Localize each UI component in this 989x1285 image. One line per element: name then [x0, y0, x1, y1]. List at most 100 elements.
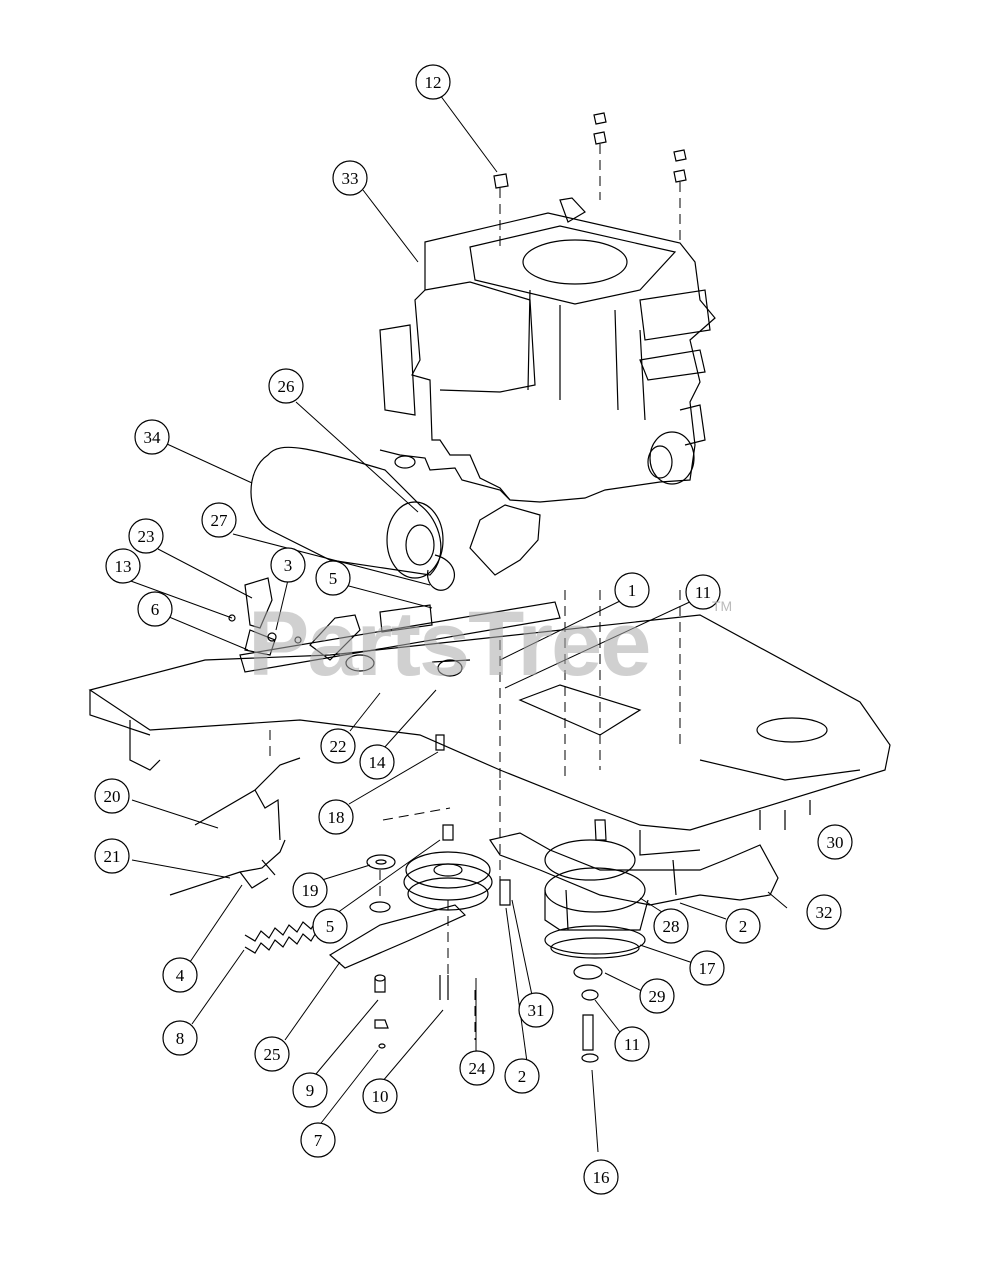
callout-9-spacer: 9: [292, 1072, 328, 1108]
cables-drawing: [169, 757, 301, 896]
top-nuts-drawing: [493, 112, 687, 189]
callout-label: 27: [211, 511, 229, 530]
callout-label: 20: [104, 787, 121, 806]
callout-24-pulley: 24: [459, 1050, 495, 1086]
callout-label: 10: [372, 1087, 389, 1106]
callout-circle: [614, 1026, 650, 1062]
callout-label: 25: [264, 1045, 281, 1064]
callout-circle: [725, 908, 761, 944]
frame-drawing: [88, 614, 891, 856]
callout-circle: [254, 1036, 290, 1072]
callout-label: 21: [104, 847, 121, 866]
callout-6-bolt: 6: [137, 591, 173, 627]
callout-circle: [817, 824, 853, 860]
callout-18-spacer: 18: [318, 799, 354, 835]
callout-circle: [312, 908, 348, 944]
callout-label: 24: [469, 1059, 487, 1078]
callout-5-nut: 5: [315, 560, 351, 596]
callout-circle: [162, 957, 198, 993]
callout-8-spring: 8: [162, 1020, 198, 1056]
callout-circle: [105, 548, 141, 584]
callout-34-muffler: 34: [134, 419, 170, 455]
callout-circle: [300, 1122, 336, 1158]
callout-circle: [362, 1078, 398, 1114]
muffler-drawing: [250, 446, 511, 591]
callout-circle: [94, 838, 130, 874]
callout-label: 30: [827, 833, 844, 852]
callout-label: 4: [176, 966, 185, 985]
callout-label: 14: [369, 753, 387, 772]
idler-drawing: [244, 901, 467, 969]
callout-16-bolt: 16: [583, 1159, 619, 1195]
callout-label: 6: [151, 600, 160, 619]
shaft-drawing: [239, 601, 561, 677]
callout-label: 17: [699, 959, 717, 978]
engine-drawing: [379, 197, 716, 576]
callout-26-muffler-bracket: 26: [268, 368, 304, 404]
callout-11-washer: 11: [685, 574, 721, 610]
callout-circle: [639, 978, 675, 1014]
centerlines: [269, 144, 681, 1040]
callout-32-belt: 32: [806, 894, 842, 930]
callout-5-nut: 5: [312, 908, 348, 944]
callout-label: 7: [314, 1131, 323, 1150]
callout-30-frame: 30: [817, 824, 853, 860]
callout-circle: [320, 728, 356, 764]
callout-11-washer: 11: [614, 1026, 650, 1062]
callout-label: 34: [144, 428, 162, 447]
callout-label: 16: [593, 1168, 610, 1187]
callout-23-pivot-bracket: 23: [128, 518, 164, 554]
callout-28-clutch: 28: [653, 908, 689, 944]
callout-circle: [162, 1020, 198, 1056]
callout-circle: [315, 560, 351, 596]
callout-label: 28: [663, 917, 680, 936]
callout-label: 11: [695, 583, 711, 602]
callout-circle: [518, 992, 554, 1028]
callout-circle: [137, 591, 173, 627]
callout-17-pulley: 17: [689, 950, 725, 986]
callout-25-idler-bracket: 25: [254, 1036, 290, 1072]
callout-circle: [653, 908, 689, 944]
callout-21-choke-cable: 21: [94, 838, 130, 874]
callout-circle: [134, 419, 170, 455]
callout-14-spacer: 14: [359, 744, 395, 780]
callout-circle: [332, 160, 368, 196]
callout-label: 2: [739, 917, 748, 936]
callout-13-screw: 13: [105, 548, 141, 584]
callout-22-idler-arm: 22: [320, 728, 356, 764]
callout-circle: [94, 778, 130, 814]
callout-label: 29: [649, 987, 666, 1006]
callout-29-washer: 29: [639, 978, 675, 1014]
callout-33-engine: 33: [332, 160, 368, 196]
callout-2-bolt: 2: [725, 908, 761, 944]
callout-label: 19: [302, 881, 319, 900]
callout-circle: [318, 799, 354, 835]
callout-19-washer: 19: [292, 872, 328, 908]
callout-label: 11: [624, 1035, 640, 1054]
brackets-drawing: [228, 577, 361, 661]
callout-circle: [270, 547, 306, 583]
callout-label: 33: [342, 169, 359, 188]
callout-label: 23: [138, 527, 155, 546]
callout-label: 5: [326, 917, 335, 936]
callout-label: 9: [306, 1081, 315, 1100]
callout-label: 2: [518, 1067, 527, 1086]
callout-31-bolt: 31: [518, 992, 554, 1028]
callout-label: 26: [278, 377, 295, 396]
leader-lines: [127, 94, 788, 1153]
callout-10-bolt: 10: [362, 1078, 398, 1114]
callout-7-nut: 7: [300, 1122, 336, 1158]
callout-circle: [806, 894, 842, 930]
callout-circle: [292, 872, 328, 908]
callout-label: 31: [528, 1001, 545, 1020]
clutch-drawing: [489, 819, 779, 1063]
callout-circle: [614, 572, 650, 608]
callout-circle: [504, 1058, 540, 1094]
callout-2-bolt: 2: [504, 1058, 540, 1094]
callout-circle: [359, 744, 395, 780]
callout-label: 22: [330, 737, 347, 756]
callout-label: 3: [284, 556, 293, 575]
